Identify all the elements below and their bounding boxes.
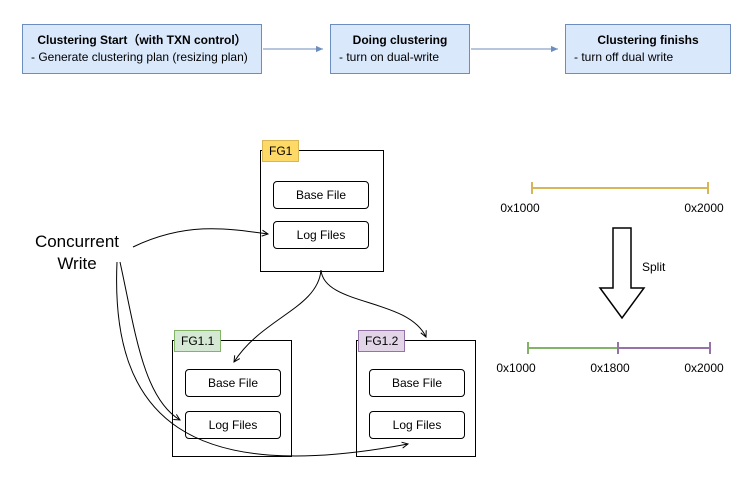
fg1-base-file: Base File (273, 181, 369, 209)
bottom-range-mid-label: 0x1800 (590, 361, 630, 375)
split-label: Split (642, 260, 666, 274)
fg1-2-log-files: Log Files (369, 411, 465, 439)
filegroup-fg1-2: FG1.2 Base File Log Files (356, 330, 476, 457)
flow-step-title: Clustering Start（with TXN control） (37, 33, 247, 48)
filegroup-fg1-1-label: FG1.1 (174, 330, 222, 352)
filegroup-fg1-1: FG1.1 Base File Log Files (172, 330, 292, 457)
concurrent-write-arrow-fg1 (132, 228, 270, 248)
top-range-end-label: 0x2000 (684, 201, 724, 215)
bottom-key-range-line (527, 342, 711, 354)
fg1-split-arrow-right (320, 269, 427, 338)
flow-step-title: Doing clustering (352, 33, 448, 48)
fg1-1-log-files: Log Files (185, 411, 281, 439)
flow-step-subtitle: - turn off dual write (574, 50, 674, 65)
bottom-range-start-label: 0x1000 (496, 361, 536, 375)
flow-step-title: Clustering finishs (597, 33, 699, 48)
concurrent-write-arrow-fg1-1 (119, 261, 181, 421)
filegroup-fg1: FG1 Base File Log Files (260, 140, 384, 272)
filegroup-fg1-label: FG1 (262, 140, 300, 162)
filegroup-fg1-2-label: FG1.2 (358, 330, 406, 352)
flow-step-subtitle: - turn on dual-write (339, 50, 440, 65)
flow-step-subtitle: - Generate clustering plan (resizing pla… (31, 50, 248, 65)
flow-step-clustering-finishs: Clustering finishs - turn off dual write (565, 24, 731, 74)
bottom-range-end-label: 0x2000 (684, 361, 724, 375)
top-key-range-line (531, 182, 709, 194)
fg1-1-base-file: Base File (185, 369, 281, 397)
split-down-arrow (598, 227, 646, 320)
flow-step-doing-clustering: Doing clustering - turn on dual-write (330, 24, 470, 74)
flow-step-clustering-start: Clustering Start（with TXN control） - Gen… (22, 24, 262, 74)
fg1-2-base-file: Base File (369, 369, 465, 397)
fg1-log-files: Log Files (273, 221, 369, 249)
top-range-start-label: 0x1000 (500, 201, 540, 215)
concurrent-write-label: Concurrent Write (34, 232, 120, 274)
